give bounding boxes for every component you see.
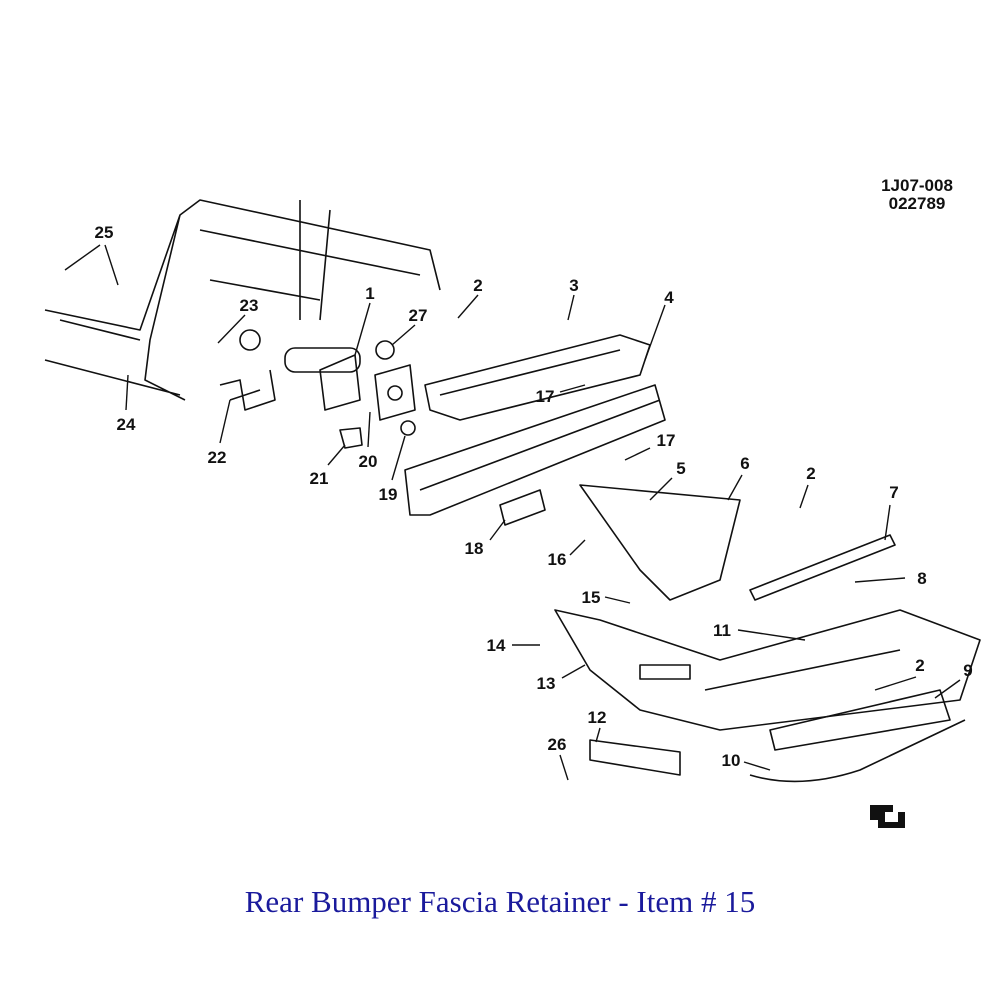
callout: 11 [713, 621, 731, 640]
callout: 20 [359, 452, 378, 471]
callout: 21 [310, 469, 329, 488]
callout: 22 [208, 448, 227, 467]
callout: 27 [409, 306, 428, 325]
fascia-13 [554, 609, 981, 731]
reinforcement-3 [424, 334, 651, 421]
callout: 17 [536, 387, 555, 406]
callout: 2 [915, 656, 924, 675]
leader-lines [64, 244, 961, 781]
callout: 5 [676, 459, 685, 478]
molding-10 [749, 719, 966, 783]
nut-19 [400, 420, 416, 436]
callout: 14 [487, 636, 506, 655]
callout: 16 [548, 550, 567, 569]
callout: 6 [740, 454, 749, 473]
callout: 23 [240, 296, 259, 315]
su-logo-icon [870, 805, 905, 828]
bracket-5 [579, 484, 741, 601]
callout: 1 [365, 284, 374, 303]
callout: 4 [664, 288, 674, 307]
callout: 8 [917, 569, 926, 588]
callout: 3 [569, 276, 578, 295]
callout: 17 [657, 431, 676, 450]
callout: 13 [537, 674, 556, 693]
callout: 9 [963, 661, 972, 680]
callout: 2 [473, 276, 482, 295]
callout: 15 [582, 588, 601, 607]
pad-9 [769, 689, 951, 751]
bumper-bar-4 [404, 384, 666, 516]
callout: 26 [548, 735, 567, 754]
callout: 7 [889, 483, 898, 502]
bracket-22 [219, 369, 276, 411]
callout: 12 [588, 708, 607, 727]
bolt-21 [339, 427, 363, 449]
strip-7 [749, 534, 896, 601]
callout: 24 [117, 415, 136, 434]
callout: 2 [806, 464, 815, 483]
molding-12 [589, 739, 681, 776]
reflector [639, 664, 691, 680]
caption: Rear Bumper Fascia Retainer - Item # 15 [244, 884, 756, 919]
callout: 18 [465, 539, 484, 558]
diagram-code: 1J07-008 [881, 176, 953, 195]
washer-27 [375, 340, 395, 360]
callout: 10 [722, 751, 741, 770]
callout: 25 [95, 223, 114, 242]
energy-absorber [284, 347, 416, 421]
body-panel [44, 199, 441, 401]
diagram-date: 022789 [889, 194, 946, 213]
callout: 19 [379, 485, 398, 504]
bracket-18 [499, 489, 546, 526]
